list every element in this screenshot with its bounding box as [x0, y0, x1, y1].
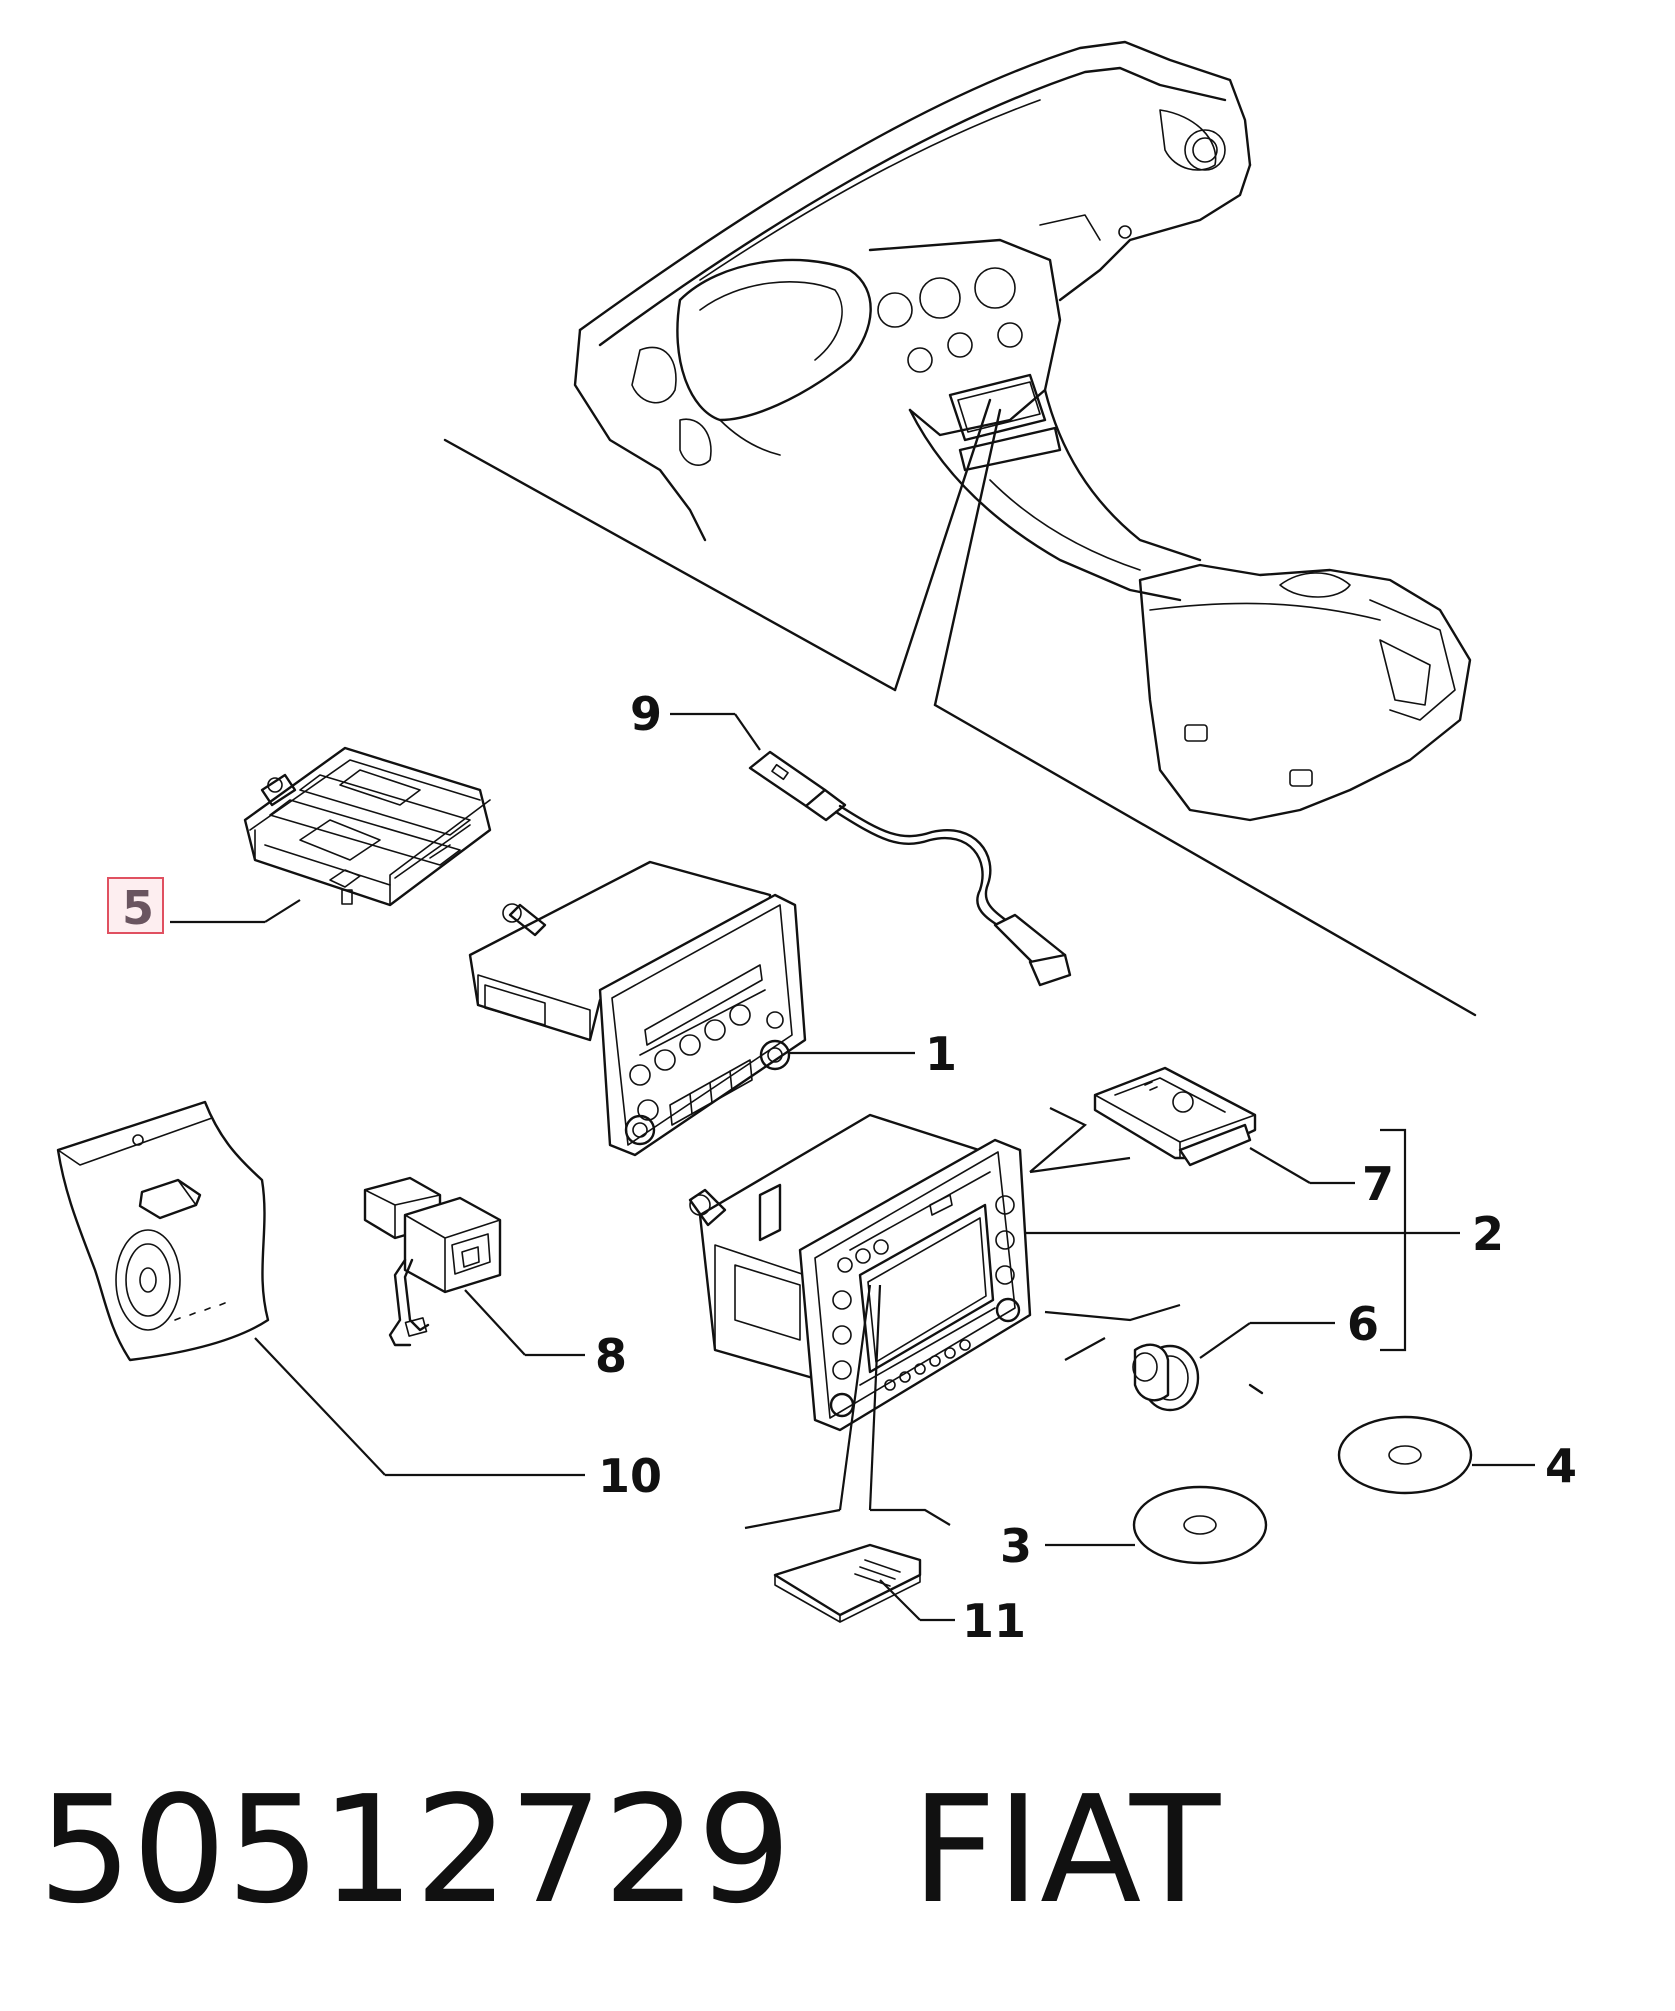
part-5-electronic-module [243, 746, 492, 907]
part-2-navigation-unit [688, 1113, 1032, 1432]
part-9-usb-cable [748, 750, 1072, 987]
callout-7: 7 [1362, 1157, 1394, 1211]
part-11-sd-card [773, 1543, 922, 1623]
dashboard-illustration [573, 40, 1472, 822]
part-4-disc [1337, 1415, 1473, 1495]
callout-10: 10 [598, 1449, 662, 1503]
part-10-cd-sleeve [56, 1100, 270, 1362]
callout-3: 3 [1000, 1519, 1032, 1573]
callout-2: 2 [1472, 1207, 1504, 1261]
callout-11: 11 [962, 1594, 1026, 1648]
brand-name: FIAT [911, 1764, 1221, 1936]
part-3-disc [1132, 1485, 1268, 1565]
part-1-radio-unit [468, 860, 807, 1157]
leader-lines [170, 712, 1535, 1622]
part-number: 50512729 [38, 1764, 792, 1936]
callout-8: 8 [595, 1329, 627, 1383]
part-7-cartridge [1093, 1066, 1257, 1167]
callout-1: 1 [925, 1027, 957, 1081]
perspective-lines [443, 398, 1477, 1017]
part-6-knob [1132, 1343, 1264, 1412]
part-8-socket [363, 1176, 502, 1347]
callout-5-highlight-box [107, 877, 164, 934]
callout-9: 9 [630, 687, 662, 741]
callout-4: 4 [1545, 1439, 1577, 1493]
callout-labels: 9 5 1 7 2 6 8 10 4 3 11 [107, 687, 1577, 1648]
callout-5: 5 [122, 881, 154, 935]
callout-6: 6 [1347, 1297, 1379, 1351]
